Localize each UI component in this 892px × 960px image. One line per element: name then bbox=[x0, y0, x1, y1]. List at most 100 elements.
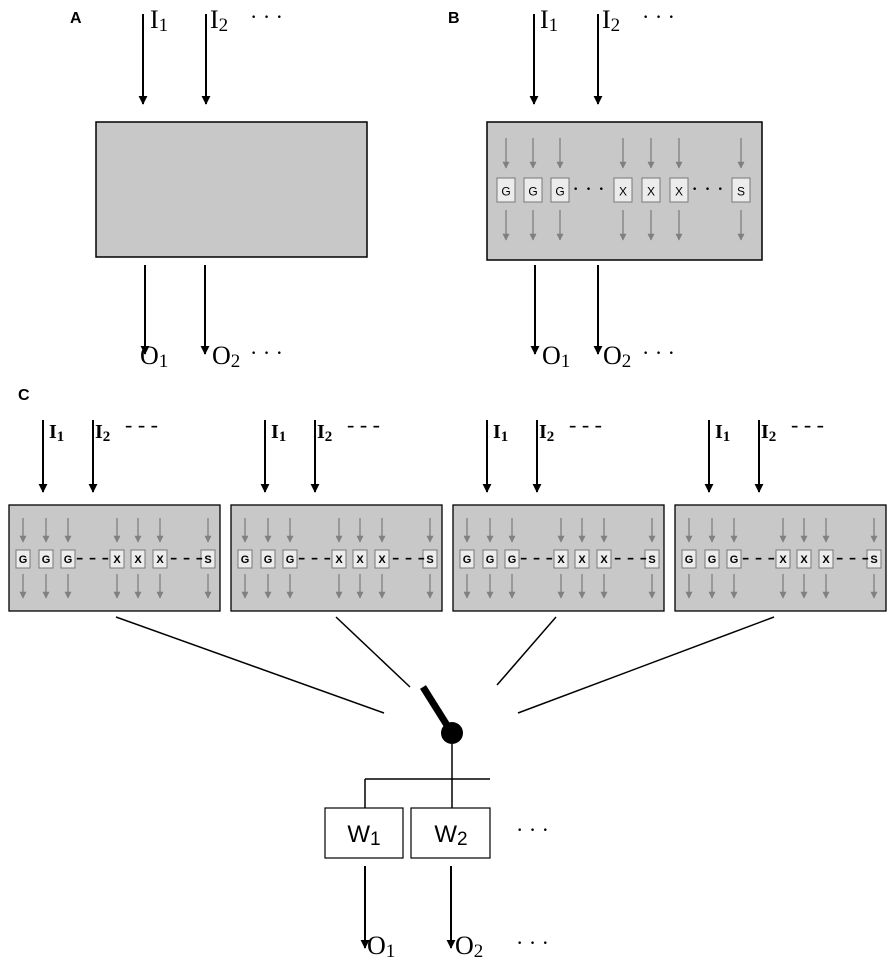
module-3-input-1-label: I1 bbox=[493, 421, 508, 445]
module-2-input-1-label: I1 bbox=[271, 421, 286, 445]
panel-b-gene-5-letter: X bbox=[647, 184, 655, 198]
module-3-gene-ellipsis-2: - - - bbox=[614, 544, 647, 569]
module-2-gene-2-chip bbox=[260, 549, 276, 569]
panel-a: A I1 I2 · · · O1 O2 · · · bbox=[70, 4, 368, 372]
panel-b-label: B bbox=[448, 10, 460, 27]
module-4-gene-5-chip bbox=[796, 549, 812, 569]
panel-b-input-ellipsis: · · · bbox=[642, 4, 675, 29]
module-1-gene-3-letter: G bbox=[64, 554, 73, 566]
module-4-gene-5-letter: X bbox=[800, 554, 808, 566]
module-3-gene-4-chip bbox=[553, 549, 569, 569]
module-2-gene-1-letter: G bbox=[241, 554, 250, 566]
panel-b-gene-3-letter: G bbox=[555, 184, 564, 198]
switch-lever bbox=[420, 685, 453, 732]
module-2-gene-7-chip bbox=[422, 549, 438, 569]
module-1-gene-2: G bbox=[38, 518, 54, 599]
module-1-gene-1: G bbox=[15, 518, 31, 599]
module-1-connector bbox=[115, 616, 385, 714]
module-3-input-2-label: I2 bbox=[539, 421, 554, 445]
module-3-gene-ellipsis-1: - - - bbox=[520, 544, 553, 569]
module-1-gene-6: X bbox=[152, 518, 168, 599]
module-1-gene-2-letter: G bbox=[42, 554, 51, 566]
panel-a-output-1-label: O1 bbox=[140, 341, 168, 372]
module-2-gene-ellipsis-1: - - - bbox=[298, 544, 331, 569]
module-4-gene-6: X bbox=[818, 518, 834, 599]
module-4-input-1-label: I1 bbox=[715, 421, 730, 445]
panel-b-gene-1-chip bbox=[496, 177, 516, 203]
module-3-input-ellipsis: - - - bbox=[569, 412, 602, 437]
module-3-gene-2-letter: G bbox=[486, 554, 495, 566]
panel-c-label: C bbox=[18, 387, 30, 404]
weight-ellipsis: · · · bbox=[516, 817, 549, 842]
module-3-gene-5: X bbox=[574, 518, 590, 599]
switch-pivot bbox=[441, 722, 463, 744]
module-2-gene-6-letter: X bbox=[378, 554, 386, 566]
module-2-gene-4-chip bbox=[331, 549, 347, 569]
module-3-gene-5-chip bbox=[574, 549, 590, 569]
module-4-gene-3-chip bbox=[726, 549, 742, 569]
module-1-gene-2-chip bbox=[38, 549, 54, 569]
module-1-gene-7-chip bbox=[200, 549, 216, 569]
module-4-gene-1-letter: G bbox=[685, 554, 694, 566]
module-3-gene-2: G bbox=[482, 518, 498, 599]
panel-b-gene-6-chip bbox=[669, 177, 689, 203]
panel-b-gene-ellipsis-2: · · · bbox=[691, 176, 724, 201]
module-4-gene-5: X bbox=[796, 518, 812, 599]
module-4-input-ellipsis: - - - bbox=[791, 412, 824, 437]
panel-b-output-1-label: O1 bbox=[542, 341, 570, 372]
module-2-input-2-label: I2 bbox=[317, 421, 332, 445]
panel-c-output-2-label: O2 bbox=[455, 931, 483, 960]
module-3-gene-1: G bbox=[459, 518, 475, 599]
module-2-gene-7-letter: S bbox=[426, 554, 433, 566]
module-1-gene-6-letter: X bbox=[156, 554, 164, 566]
panel-b-gene-7-chip bbox=[731, 177, 751, 203]
module-4-gene-2-chip bbox=[704, 549, 720, 569]
module-2-gene-1: G bbox=[237, 518, 253, 599]
panel-a-label: A bbox=[70, 10, 82, 27]
panel-b-gene-5-chip bbox=[641, 177, 661, 203]
module-2-gene-5-chip bbox=[352, 549, 368, 569]
module-2-connector bbox=[335, 616, 411, 688]
module-4-gene-ellipsis-1: - - - bbox=[742, 544, 775, 569]
panel-b-gene-3-chip bbox=[550, 177, 570, 203]
module-1-gene-5: X bbox=[130, 518, 146, 599]
module-2-gene-ellipsis-2: - - - bbox=[392, 544, 425, 569]
panel-c-output-ellipsis: · · · bbox=[516, 930, 549, 955]
module-4-gene-2-letter: G bbox=[708, 554, 717, 566]
module-1-gene-4: X bbox=[109, 518, 125, 599]
panel-b-gene-6-letter: X bbox=[675, 184, 683, 198]
module-1-input-1-label: I1 bbox=[49, 421, 64, 445]
panel-b-gene-6: X bbox=[669, 138, 689, 241]
panel-b-gene-ellipsis-1: · · · bbox=[572, 176, 605, 201]
module-1-gene-3-chip bbox=[60, 549, 76, 569]
module-4-gene-7-chip bbox=[866, 549, 882, 569]
module-2-gene-2-letter: G bbox=[264, 554, 273, 566]
module-3-gene-2-chip bbox=[482, 549, 498, 569]
module-2-gene-4: X bbox=[331, 518, 347, 599]
module-2-gene-5-letter: X bbox=[356, 554, 364, 566]
weight-w2-label: W2 bbox=[434, 821, 467, 850]
module-1-gene-6-chip bbox=[152, 549, 168, 569]
module-3-gene-3: G bbox=[504, 518, 520, 599]
module-3-gene-7-chip bbox=[644, 549, 660, 569]
module-4-gene-6-letter: X bbox=[822, 554, 830, 566]
module-4-gene-3-letter: G bbox=[730, 554, 739, 566]
module-3-gene-3-chip bbox=[504, 549, 520, 569]
module-1-gene-5-chip bbox=[130, 549, 146, 569]
module-1-gene-5-letter: X bbox=[134, 554, 142, 566]
module-2-gene-4-letter: X bbox=[335, 554, 343, 566]
panel-b-output-ellipsis: · · · bbox=[642, 340, 675, 365]
module-3-gene-4: X bbox=[553, 518, 569, 599]
module-4-gene-7-letter: S bbox=[870, 554, 877, 566]
panel-b-gene-2-chip bbox=[523, 177, 543, 203]
module-3-gene-4-letter: X bbox=[557, 554, 565, 566]
module-1-gene-1-letter: G bbox=[19, 554, 28, 566]
